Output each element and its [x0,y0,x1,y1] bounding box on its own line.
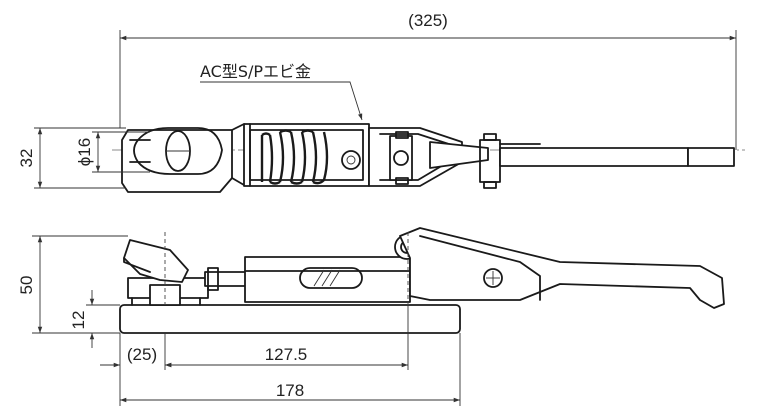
hook-eye [133,127,223,175]
dim-offset: (25) [127,345,157,364]
dim-diameter: ϕ16 [75,138,94,166]
spring [260,129,329,185]
dim-height-side-view: 50 [17,276,36,295]
top-view [112,123,745,193]
dim-base-thickness: 12 [69,311,88,330]
latch-body [244,256,411,303]
callout-label: AC型S/Pエビ金 [200,62,311,81]
hook-plate [121,129,233,193]
dimension-lines [32,30,737,406]
lever-tip [687,147,735,167]
hook-lever [123,239,189,283]
dim-height-top-view: 32 [17,149,36,168]
lever-handle-top [429,141,489,169]
side-view [119,227,725,334]
lever-handle-side [399,227,725,309]
base-plate [119,304,461,334]
dim-base-length: 178 [276,381,304,400]
dim-overall-length: (325) [408,11,448,30]
dim-pivot-distance: 127.5 [265,345,308,364]
lever-rod [499,147,689,167]
spring-pin [341,150,361,170]
link-pivot-block [389,135,413,181]
slot [299,267,363,289]
